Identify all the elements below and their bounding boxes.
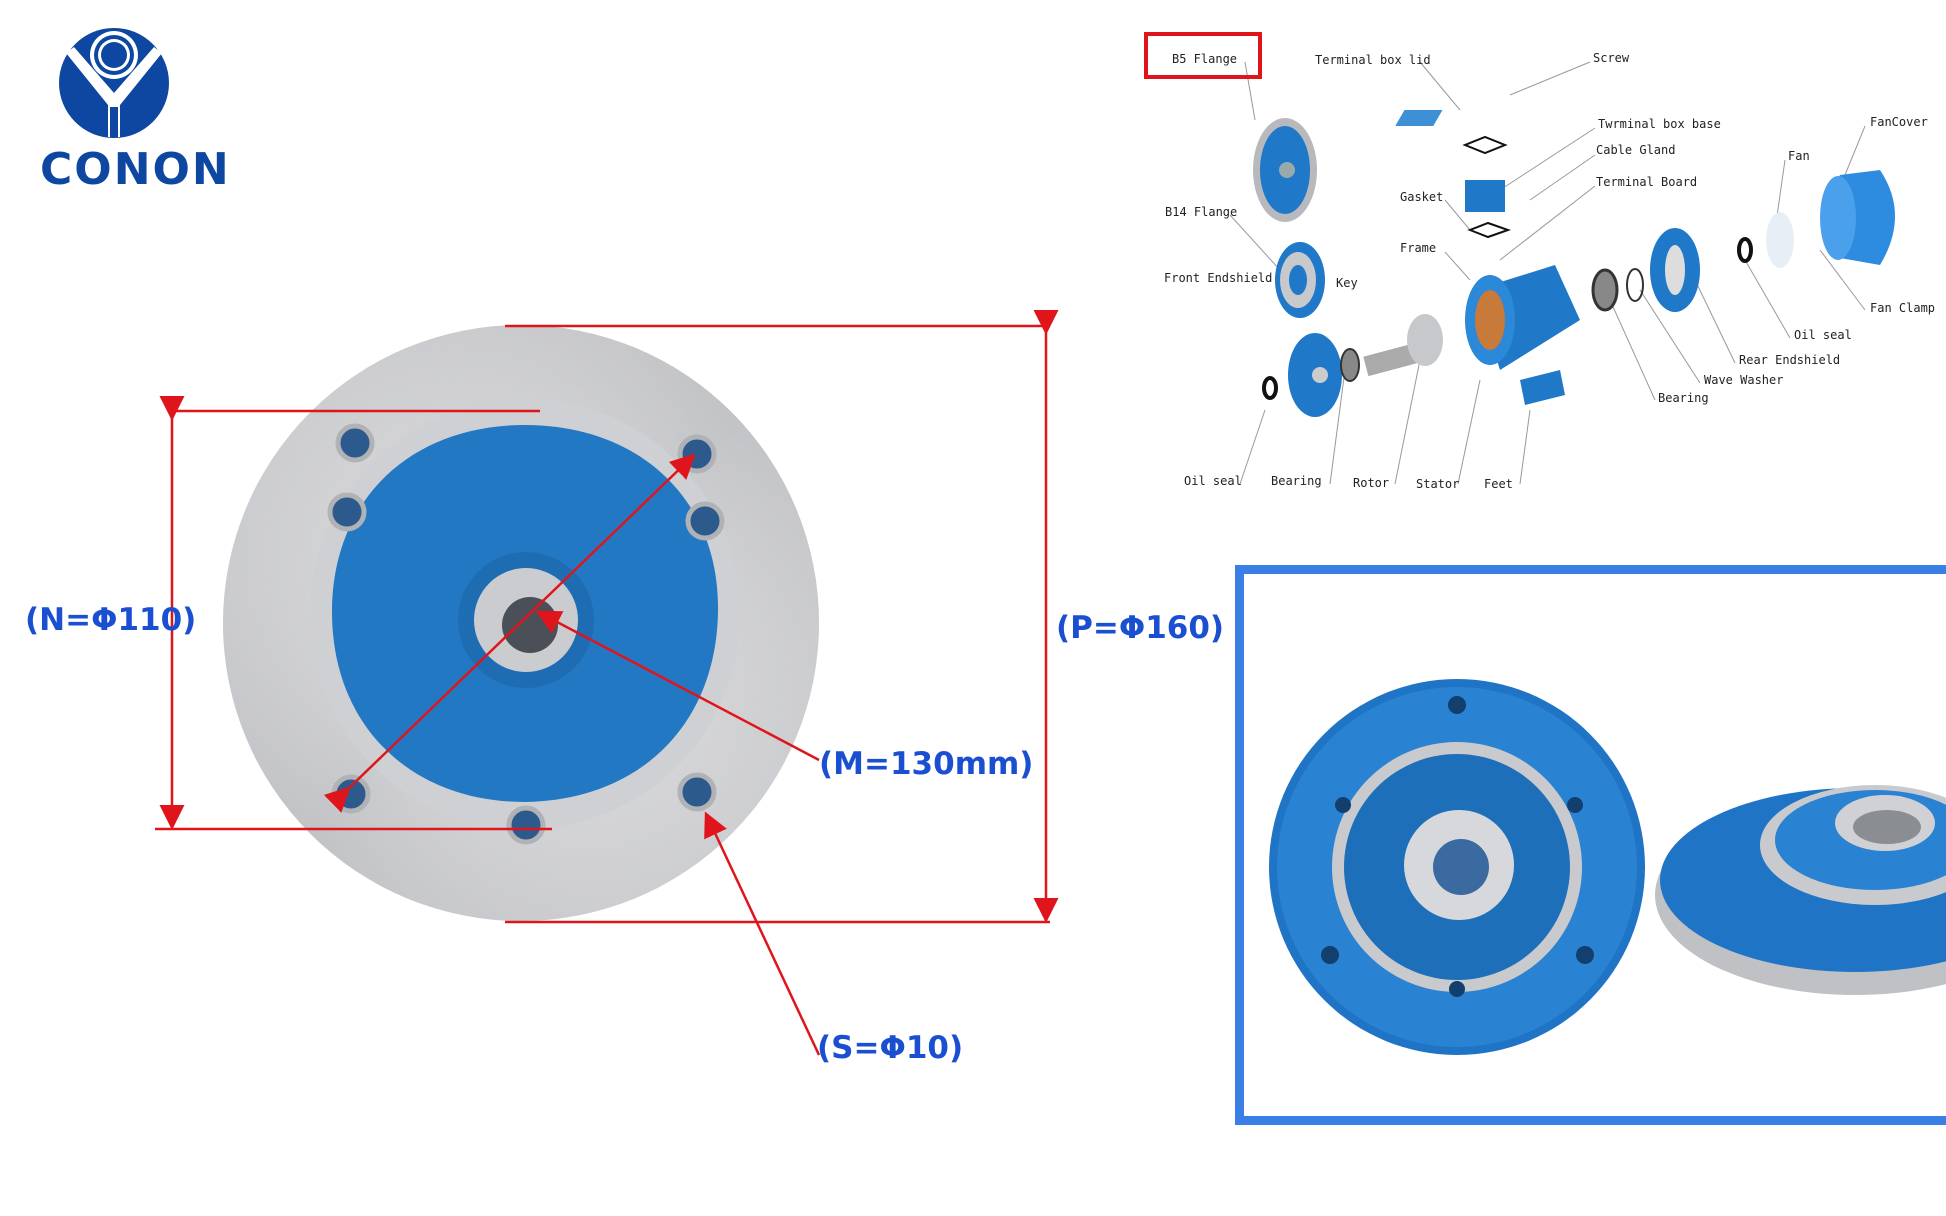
logo-emblem-icon xyxy=(59,28,169,138)
label-gasket: Gasket xyxy=(1400,190,1444,204)
label-fan-clamp: Fan Clamp xyxy=(1870,301,1936,315)
label-frame: Frame xyxy=(1400,241,1437,255)
label-key: Key xyxy=(1336,276,1358,290)
flange-product-photo xyxy=(1269,679,1946,1055)
label-fan-cover: FanCover xyxy=(1870,115,1928,129)
label-front-endshield: Front Endshield xyxy=(1164,271,1273,285)
label-cable-gland: Cable Gland xyxy=(1596,143,1676,157)
label-b14-flange: B14 Flange xyxy=(1165,205,1238,219)
label-wave-washer: Wave Washer xyxy=(1704,373,1784,387)
dimension-lines xyxy=(155,310,1059,1056)
label-feet: Feet xyxy=(1484,477,1513,491)
label-rear-endshield: Rear Endshield xyxy=(1739,353,1841,367)
conon-logo xyxy=(58,27,170,139)
brand-name: CONON xyxy=(40,144,231,195)
label-oil-seal-rear: Oil seal xyxy=(1794,328,1852,342)
label-terminal-board: Terminal Board xyxy=(1596,175,1698,189)
b5-flange-highlight-box xyxy=(1144,32,1262,79)
label-oil-seal-front: Oil seal xyxy=(1184,474,1242,488)
label-bearing-rear: Bearing xyxy=(1658,391,1709,405)
m-dimension-label: (M=130mm) xyxy=(819,746,1034,782)
label-bearing-front: Bearing xyxy=(1271,474,1322,488)
label-stator: Stator xyxy=(1416,477,1460,491)
n-dimension-label: (N=Φ110) xyxy=(25,602,197,638)
s-dimension-label: (S=Φ10) xyxy=(817,1030,964,1066)
product-photo-frame xyxy=(1235,565,1946,1125)
label-rotor: Rotor xyxy=(1353,476,1390,490)
label-terminal-box-base: Twrminal box base xyxy=(1598,117,1721,131)
label-screw: Screw xyxy=(1593,51,1630,65)
p-dimension-label: (P=Φ160) xyxy=(1056,610,1225,646)
label-terminal-box-lid: Terminal box lid xyxy=(1315,53,1431,67)
label-b5-flange: B5 Flange xyxy=(1172,52,1238,66)
label-fan: Fan xyxy=(1788,149,1810,163)
